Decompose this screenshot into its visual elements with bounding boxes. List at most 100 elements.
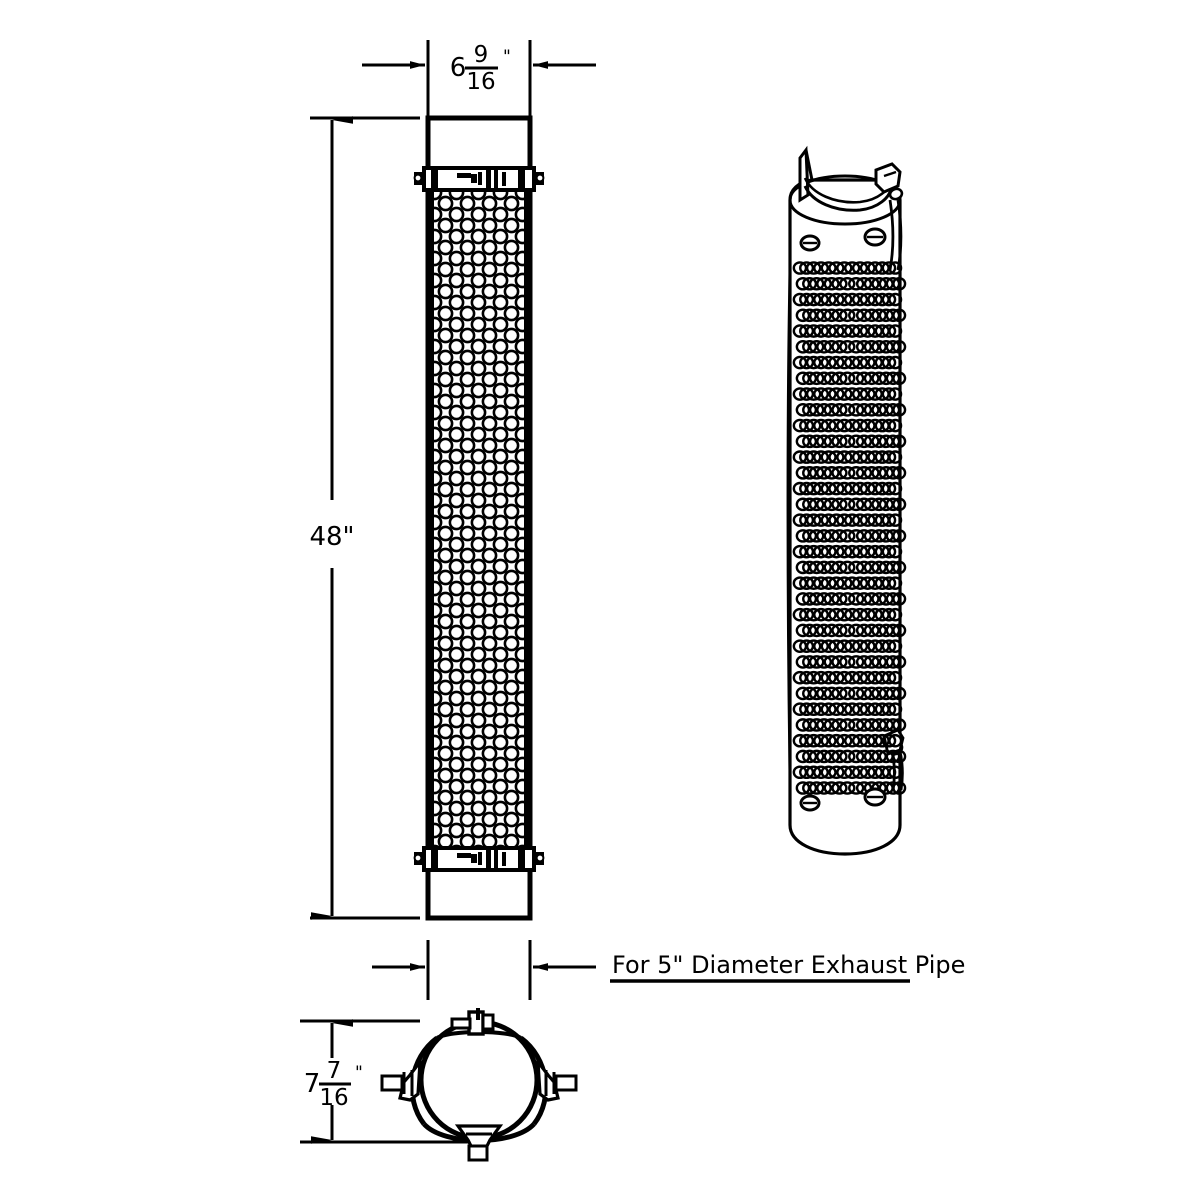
iso-perforation-hole <box>888 670 903 685</box>
upper-clamp-nut <box>478 172 482 185</box>
iso-perforation-hole <box>813 513 829 527</box>
iso-perforation-hole <box>885 592 901 606</box>
iso-perforation-hole <box>823 781 840 795</box>
iso-perforation-hole <box>848 308 865 323</box>
iso-perforation-hole <box>836 733 853 748</box>
iso-perforation-hole <box>802 686 818 701</box>
iso-perforation-hole <box>823 749 840 764</box>
iso-perforation-hole <box>851 670 869 685</box>
iso-perforation-hole <box>805 418 822 433</box>
iso-perforation-hole <box>855 686 873 701</box>
iso-perforation-hole <box>816 718 832 732</box>
iso-perforation-hole <box>808 686 825 701</box>
iso-perforation-hole <box>851 450 869 464</box>
iso-perforation-hole <box>813 387 829 401</box>
iso-perforation-hole <box>836 607 853 622</box>
iso-perforation-hole <box>820 418 837 433</box>
iso-perforation-hole <box>831 686 848 701</box>
iso-perforation-hole <box>802 592 818 606</box>
upper-clamp-rib-4 <box>494 170 498 188</box>
iso-perforation-hole <box>831 718 848 732</box>
iso-perforation-hole <box>836 544 853 559</box>
iso-perforation-hole <box>820 261 837 275</box>
iso-perforation-hole <box>808 529 825 543</box>
iso-perforation-hole <box>855 434 873 449</box>
iso-perforation-hole <box>839 592 856 606</box>
lower-clamp-rib-3 <box>486 850 491 868</box>
iso-perforation-hole <box>851 324 869 338</box>
iso-perforation-hole <box>851 481 869 496</box>
dimension-width-unit: " <box>503 47 511 67</box>
iso-perforation-hole <box>851 355 869 370</box>
iso-perforation-hole <box>823 497 840 512</box>
iso-perforation-hole <box>839 655 856 669</box>
iso-perforation-hole <box>859 418 876 433</box>
iso-perforation-hole <box>848 749 865 764</box>
iso-perforation-hole <box>808 781 825 795</box>
iso-perforation-hole <box>863 466 880 480</box>
dimension-height-unit: " <box>355 1063 363 1083</box>
iso-perforation-hole <box>881 513 897 527</box>
dimension-width-whole: 6 <box>450 53 467 83</box>
iso-perforation-hole <box>839 529 856 543</box>
iso-perforation-hole <box>859 324 876 338</box>
iso-perforation-hole <box>802 560 818 575</box>
iso-perforation-hole <box>885 308 901 323</box>
iso-perforation-hole <box>802 718 818 732</box>
iso-perforation-hole <box>848 276 865 291</box>
iso-perforation-hole <box>808 592 825 606</box>
iso-perforation-hole <box>859 355 876 370</box>
iso-perforation-hole <box>851 765 869 780</box>
upper-clamp-band <box>413 166 545 192</box>
iso-perforation-hole <box>802 655 818 669</box>
iso-perforation-hole <box>892 781 907 795</box>
iso-perforation-hole <box>802 781 818 795</box>
iso-perforation-hole <box>881 607 897 622</box>
iso-perforation-hole <box>805 387 822 401</box>
iso-perforation-hole <box>799 607 815 622</box>
iso-perforation-hole <box>888 733 903 748</box>
iso-perforation-hole <box>851 387 869 401</box>
iso-perforation-hole <box>816 749 832 764</box>
iso-perforation-hole <box>859 261 876 275</box>
iso-perforation-hole <box>813 355 829 370</box>
iso-perforation-hole <box>836 450 853 464</box>
iso-perforation-hole <box>892 339 907 354</box>
iso-perforation-hole <box>839 371 856 386</box>
iso-perforation-hole <box>859 450 876 464</box>
iso-perforation-hole <box>816 339 832 354</box>
iso-perforation-hole <box>802 339 818 354</box>
iso-perforation-hole <box>881 765 897 780</box>
iso-perforation-hole <box>799 387 815 401</box>
iso-perforation-hole <box>813 292 829 307</box>
iso-perforation-hole <box>892 560 907 575</box>
iso-perforation-hole <box>836 292 853 307</box>
iso-perforation-hole <box>813 607 829 622</box>
iso-perforation-hole <box>859 639 876 653</box>
iso-perforation-hole <box>799 733 815 748</box>
iso-perforation-hole <box>888 261 903 275</box>
iso-perforation-hole <box>799 355 815 370</box>
iso-perforation-hole <box>892 466 907 480</box>
iso-perforation-hole <box>828 639 845 653</box>
iso-perforation-hole <box>799 765 815 780</box>
clamp-bolt-bottom-head <box>467 1144 489 1162</box>
iso-perforation-hole <box>855 781 873 795</box>
iso-perforation-hole <box>881 450 897 464</box>
iso-perforation-hole <box>820 355 837 370</box>
iso-perforation-hole <box>848 718 865 732</box>
iso-perforation-hole <box>839 276 856 291</box>
iso-perforation-hole <box>802 403 818 417</box>
iso-perforation-hole <box>805 481 822 496</box>
iso-perforation-hole <box>808 371 825 386</box>
panel-edge-right <box>524 192 530 852</box>
iso-perforation-hole <box>805 261 822 275</box>
iso-perforation-hole <box>813 261 829 275</box>
iso-perforation-hole <box>859 607 876 622</box>
iso-perforation-hole <box>851 576 869 590</box>
iso-perforation-hole <box>844 292 861 307</box>
iso-perforation-hole <box>892 749 907 764</box>
iso-perforation-hole <box>836 639 853 653</box>
